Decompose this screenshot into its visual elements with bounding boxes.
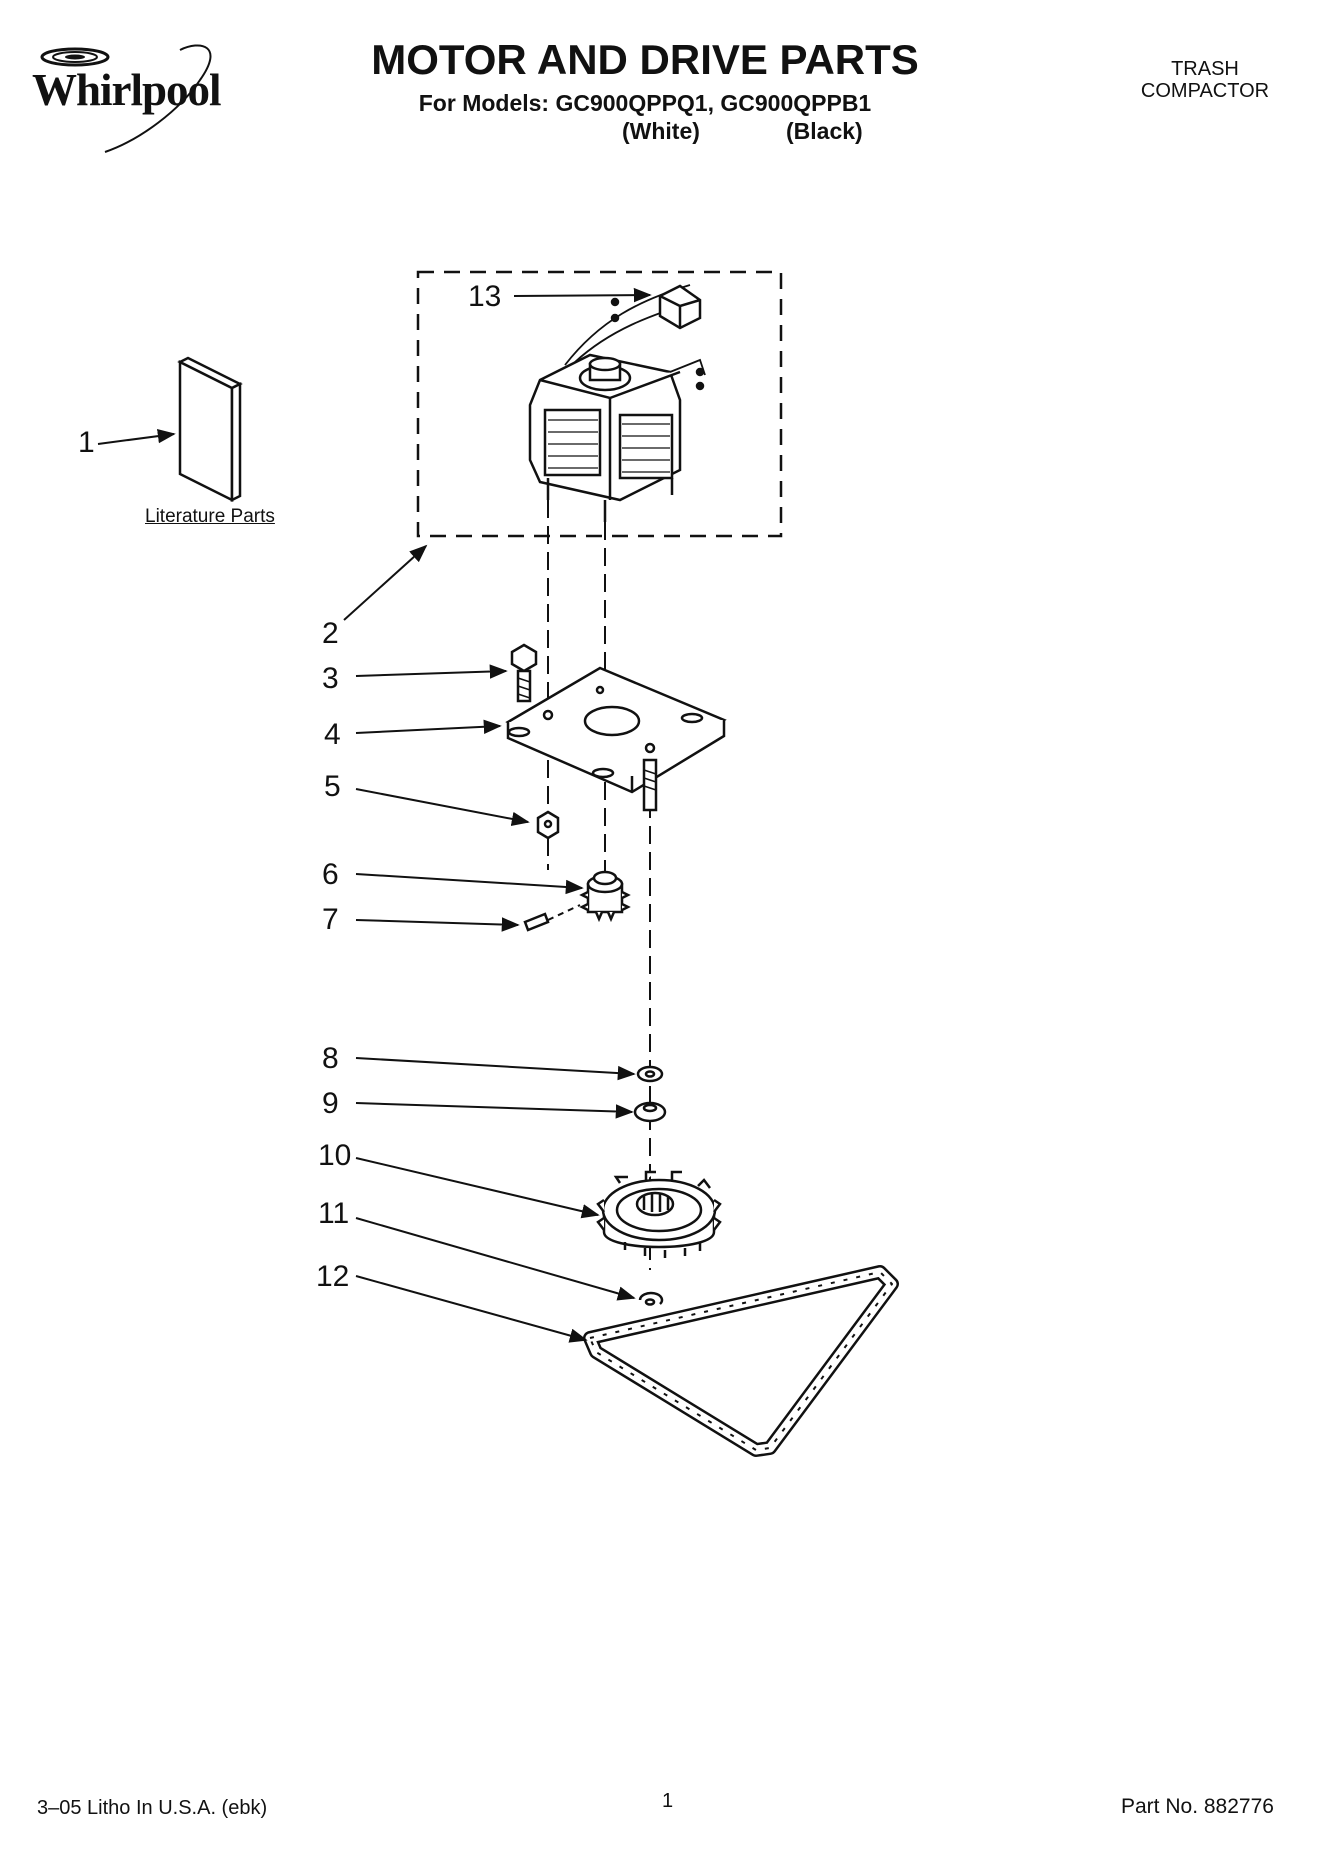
category-line-2: COMPACTOR: [1140, 80, 1270, 102]
callout-3: 3: [322, 662, 339, 695]
pinion-gear: [579, 870, 631, 923]
callout-4: 4: [324, 718, 341, 751]
stud: [642, 758, 658, 812]
washer-large: [633, 1101, 667, 1123]
callout-5: 5: [324, 770, 341, 803]
callout-1: 1: [78, 426, 95, 459]
print-info: 3–05 Litho In U.S.A. (ebk): [37, 1797, 268, 1819]
drive-sprocket: [596, 1170, 722, 1258]
part-number: Part No. 882776: [1121, 1795, 1274, 1818]
page-number: 1: [662, 1790, 674, 1812]
category-line-1: TRASH: [1171, 58, 1239, 80]
callout-8: 8: [322, 1042, 339, 1075]
nut: [536, 810, 560, 840]
motor-assembly-box: [416, 270, 783, 538]
callout-2: 2: [322, 617, 339, 650]
callout-7: 7: [322, 903, 339, 936]
literature-book: [177, 356, 243, 503]
set-screw: [523, 904, 581, 932]
terminal-block: [658, 284, 702, 330]
brand-name: Whirlpool: [32, 65, 222, 115]
callout-6: 6: [322, 858, 339, 891]
color-white-label: (White): [622, 118, 700, 144]
screw: [510, 643, 538, 703]
retaining-clip: [638, 1291, 664, 1306]
callout-10: 10: [318, 1139, 352, 1172]
whirlpool-logo: [40, 44, 212, 153]
product-category: TRASH COMPACTOR: [1120, 58, 1290, 102]
callout-11: 11: [318, 1197, 350, 1230]
motor: [528, 284, 706, 522]
callout-12: 12: [316, 1260, 350, 1293]
leader-lines: [97, 287, 652, 1343]
mount-plate: [505, 666, 727, 794]
drive-chain: [583, 1265, 899, 1457]
washer-small: [636, 1065, 664, 1083]
color-black-label: (Black): [786, 118, 863, 144]
page-title: MOTOR AND DRIVE PARTS: [371, 36, 919, 83]
literature-parts-label: Literature Parts: [145, 506, 275, 527]
callout-13: 13: [468, 280, 502, 313]
callout-9: 9: [322, 1087, 339, 1120]
models-line: For Models: GC900QPPQ1, GC900QPPB1: [418, 90, 872, 116]
